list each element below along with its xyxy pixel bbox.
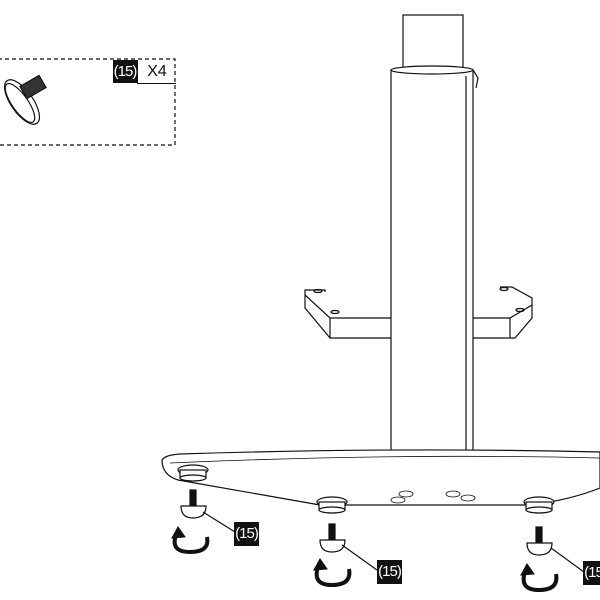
part-number-label: (15) — [113, 60, 137, 83]
rotate-arrows — [171, 526, 559, 593]
glides — [180, 489, 585, 573]
foot-1 — [177, 464, 209, 482]
feet — [177, 464, 555, 514]
foot-2 — [316, 496, 348, 514]
left-bracket — [304, 288, 391, 339]
callout-label: (15) — [583, 561, 600, 585]
glide-2 — [319, 523, 378, 571]
foot-3 — [523, 496, 555, 514]
callout-label: (15) — [234, 522, 259, 546]
rotate-arrow-icon — [314, 566, 352, 588]
quantity-label: X4 — [137, 60, 176, 84]
right-bracket — [473, 286, 533, 339]
parts-box — [0, 58, 176, 146]
callout-label: (15) — [377, 560, 402, 584]
base-plate — [161, 449, 600, 506]
rotate-arrow-icon — [521, 571, 559, 593]
glide-3 — [526, 526, 585, 573]
rotate-arrow-icon — [172, 534, 210, 555]
column — [390, 14, 479, 453]
glide-1 — [180, 489, 236, 533]
glide-screw-illustration — [3, 74, 47, 125]
